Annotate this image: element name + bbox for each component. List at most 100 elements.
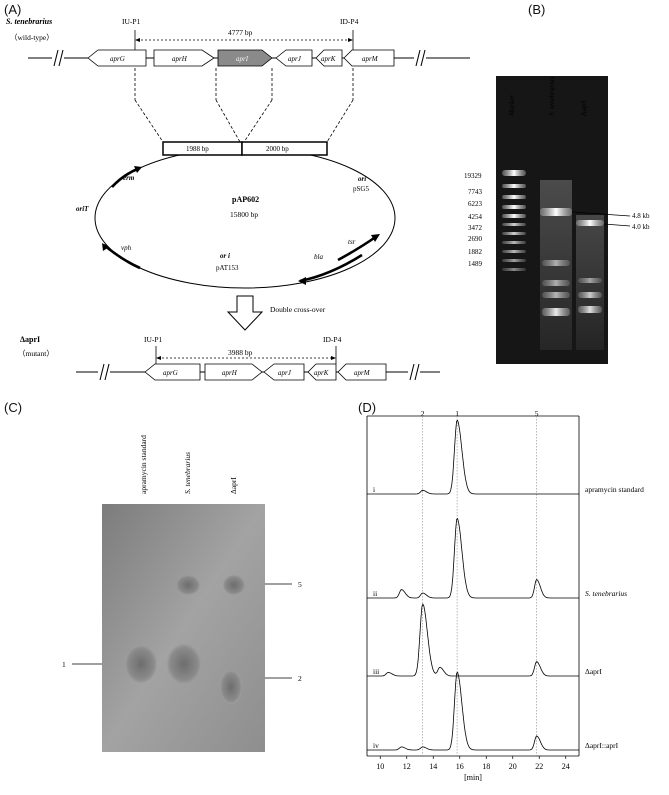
panel-b-gel: Marker S. tenebrarius ΔaprI 19329 7743 xyxy=(464,76,650,364)
ref-line-label-1: 1 xyxy=(455,410,459,418)
lane-label-marker: Marker xyxy=(508,95,516,117)
ref-line-label-5: 5 xyxy=(535,410,539,418)
lane-label-mut: ΔaprI xyxy=(580,100,588,116)
spot-standard-1 xyxy=(125,645,157,683)
svg-text:aprK: aprK xyxy=(321,55,336,63)
gene-aprK-wt: aprK xyxy=(315,49,343,67)
gene-aprM-mut: aprM xyxy=(337,363,387,381)
panel-letter-d: (D) xyxy=(358,400,377,415)
gene-aprG-mut: aprG xyxy=(144,363,201,381)
lane-label-wt: S. tenebrarius xyxy=(548,76,556,116)
wt-break-left xyxy=(52,49,64,67)
svg-text:aprH: aprH xyxy=(222,369,238,377)
tlc-label-2: 2 xyxy=(298,674,302,683)
svg-text:aprM: aprM xyxy=(362,55,379,63)
x-tick-label: 10 xyxy=(376,762,384,771)
svg-text:7743: 7743 xyxy=(468,188,483,196)
panel-letter-a: (A) xyxy=(4,2,22,17)
panel-letter-b: (B) xyxy=(528,2,546,17)
panel-a-diagram: S. tenebrarius （wild-type） IU-P1 ID-P4 4… xyxy=(6,17,470,381)
svg-text:3472: 3472 xyxy=(468,224,483,232)
right-arm-label: 2000 bp xyxy=(266,145,289,153)
x-tick-label: 18 xyxy=(482,762,490,771)
mutant-break-left xyxy=(98,363,110,381)
trace-roman-iv: iv xyxy=(373,741,379,750)
gene-aprM-wt: aprM xyxy=(343,49,395,67)
spot-wt-1 xyxy=(167,644,201,684)
gene-aprI-wt: aprI xyxy=(217,49,273,67)
trace-name-iii: ΔaprI xyxy=(585,667,602,676)
tlc-label-1: 1 xyxy=(62,660,66,669)
band-label-4-0kb: 4.0 kb xyxy=(632,223,650,231)
crossover-arrow xyxy=(226,295,264,331)
band-label-4-8kb: 4.8 kb xyxy=(632,212,650,220)
svg-text:4254: 4254 xyxy=(468,213,483,221)
mutant-sub: （mutant） xyxy=(18,349,54,358)
erm-label: erm xyxy=(123,174,135,182)
wt-lane xyxy=(540,180,572,350)
svg-text:6223: 6223 xyxy=(468,200,483,208)
plasmid-name: pAP602 xyxy=(232,195,259,204)
mutant-id-label: ID-P4 xyxy=(323,335,342,344)
wt-break-right xyxy=(414,49,426,67)
trace-name-i: apramycin standard xyxy=(585,485,644,494)
svg-text:aprI: aprI xyxy=(236,55,249,63)
panel-letter-c: (C) xyxy=(4,400,23,415)
ref-line-label-2: 2 xyxy=(421,410,425,418)
bla-label: bla xyxy=(314,253,323,261)
svg-text:1882: 1882 xyxy=(468,248,483,256)
mutant-span-label: 3988 bp xyxy=(228,348,253,357)
oriT-label: oriT xyxy=(76,205,89,213)
gene-aprK-mut: aprK xyxy=(307,363,337,381)
trace-roman-i: i xyxy=(373,485,375,494)
spot-mut-5 xyxy=(223,575,245,595)
wt-span-label: 4777 bp xyxy=(228,28,253,37)
left-arm-label: 1988 bp xyxy=(186,145,209,153)
tsr-label: tsr xyxy=(348,238,356,246)
svg-text:2690: 2690 xyxy=(468,235,483,243)
mut-lane xyxy=(576,215,604,350)
x-tick-label: 20 xyxy=(509,762,517,771)
x-tick-label: 24 xyxy=(562,762,570,771)
svg-text:1489: 1489 xyxy=(468,260,483,268)
wildtype-name: S. tenebrarius xyxy=(6,17,52,26)
homology-connectors xyxy=(134,68,354,143)
svg-text:aprM: aprM xyxy=(354,369,371,377)
mutant-iu-label: IU-P1 xyxy=(144,335,163,344)
mutant-name: ΔaprI xyxy=(20,335,40,344)
ori-label: ori xyxy=(358,175,366,183)
trace-ii xyxy=(367,517,579,599)
x-axis-label: [min] xyxy=(464,773,482,782)
right-arm-box xyxy=(241,141,328,156)
svg-text:aprJ: aprJ xyxy=(288,55,302,63)
gene-aprH-wt: aprH xyxy=(153,49,215,67)
panel-c-tlc: apramycin standard S. tenebrarius ΔaprI … xyxy=(62,435,302,752)
pSG5-label: pSG5 xyxy=(353,185,369,193)
gene-aprJ-mut: aprJ xyxy=(263,363,305,381)
svg-text:aprJ: aprJ xyxy=(278,369,292,377)
svg-text:aprG: aprG xyxy=(163,369,178,377)
iu-p1-label: IU-P1 xyxy=(122,17,141,26)
gene-aprH-mut: aprH xyxy=(204,363,263,381)
svg-text:aprH: aprH xyxy=(172,55,188,63)
trace-iv xyxy=(367,671,579,751)
ori-i-label: or i xyxy=(220,252,230,260)
x-tick-label: 12 xyxy=(403,762,411,771)
gene-aprJ-wt: aprJ xyxy=(275,49,313,67)
bla-arrow xyxy=(299,253,363,283)
trace-name-ii: S. tenebrarius xyxy=(585,589,627,598)
tlc-lane-label-wt: S. tenebrarius xyxy=(183,452,192,494)
mutant-break-right xyxy=(408,363,420,381)
gene-aprG-wt: aprG xyxy=(87,49,147,67)
x-tick-label: 16 xyxy=(456,762,464,771)
trace-i xyxy=(367,419,579,495)
tlc-label-5: 5 xyxy=(298,580,302,589)
trace-name-iv: ΔaprI::aprI xyxy=(585,741,619,750)
tlc-plate xyxy=(102,504,265,752)
plasmid-size: 15800 bp xyxy=(230,210,258,219)
vph-label: vph xyxy=(121,244,132,252)
wildtype-sub: （wild-type） xyxy=(10,33,54,42)
crossover-label: Double cross-over xyxy=(270,305,326,314)
x-tick-label: 22 xyxy=(535,762,543,771)
